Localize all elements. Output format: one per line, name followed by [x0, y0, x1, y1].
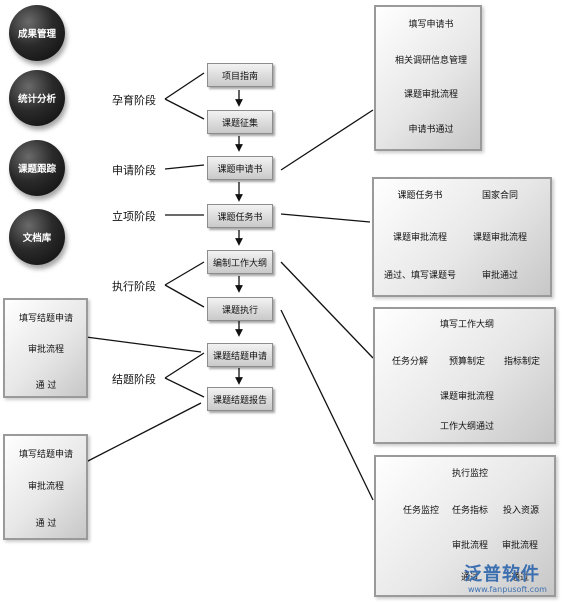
panel-execution-middle: 任务指标	[451, 506, 489, 516]
panel-conclusion-2-step: 填写结题申请	[18, 450, 74, 460]
panel-conclusion-1-step: 填写结题申请	[18, 314, 74, 324]
panel-task	[372, 177, 552, 297]
step-application-form[interactable]: 课题申请书	[207, 156, 273, 180]
stage-approval: 立项阶段	[112, 210, 156, 223]
panel-application-step: 填写申请书	[408, 20, 454, 30]
panel-task-right-step: 国家合同	[481, 191, 519, 201]
panel-conclusion-1-step: 通 过	[35, 381, 57, 391]
stage-incubation: 孕育阶段	[112, 94, 156, 107]
panel-outline-result: 工作大纲通过	[439, 422, 495, 432]
nav-results-button[interactable]: 成果管理	[9, 5, 65, 61]
nav-tracking-button[interactable]: 课题跟踪	[9, 140, 65, 196]
panel-outline	[373, 307, 556, 444]
panel-conclusion-1-step: 审批流程	[27, 345, 65, 355]
step-conclusion-report[interactable]: 课题结题报告	[207, 387, 273, 411]
panel-execution-result-right: 通过	[510, 573, 530, 583]
panel-application-step: 课题审批流程	[403, 90, 459, 100]
panel-outline-top: 填写工作大纲	[439, 320, 495, 330]
panel-outline-middle: 预算制定	[448, 357, 486, 367]
panel-outline-review: 课题审批流程	[439, 392, 495, 402]
step-conclusion-application[interactable]: 课题结题申请	[207, 343, 273, 367]
panel-task-left-step: 通过、填写课题号	[383, 271, 457, 281]
panel-execution-review-left: 审批流程	[451, 541, 489, 551]
panel-outline-middle: 指标制定	[503, 357, 541, 367]
panel-task-left-step: 课题审批流程	[392, 233, 448, 243]
panel-execution-middle: 任务监控	[402, 506, 440, 516]
panel-execution-middle: 投入资源	[502, 506, 540, 516]
panel-task-right-step: 课题审批流程	[472, 233, 528, 243]
step-execution[interactable]: 课题执行	[207, 297, 273, 321]
watermark-url: www.fanpusoft.com	[468, 585, 547, 594]
panel-conclusion-1	[3, 298, 88, 398]
panel-conclusion-2-step: 审批流程	[27, 482, 65, 492]
panel-application-step: 申请书通过	[408, 125, 454, 135]
panel-task-left-step: 课题任务书	[397, 191, 443, 201]
panel-conclusion-2-step: 通 过	[35, 519, 57, 529]
stage-conclusion: 结题阶段	[112, 373, 156, 386]
panel-execution-result-left: 通过	[460, 573, 480, 583]
panel-execution	[374, 455, 556, 597]
step-task-document[interactable]: 课题任务书	[207, 204, 273, 228]
step-topic-collection[interactable]: 课题征集	[207, 110, 273, 134]
watermark-logo: 泛普软件	[464, 564, 540, 585]
panel-application-step: 相关调研信息管理	[394, 56, 468, 66]
stage-application: 申请阶段	[112, 164, 156, 177]
panel-conclusion-2	[3, 434, 88, 540]
nav-documents-button[interactable]: 文档库	[9, 209, 65, 265]
step-project-guide[interactable]: 项目指南	[207, 63, 273, 87]
panel-application	[374, 5, 482, 151]
step-work-outline[interactable]: 编制工作大纲	[207, 250, 273, 274]
panel-outline-middle: 任务分解	[391, 357, 429, 367]
panel-execution-top: 执行监控	[451, 469, 489, 479]
panel-task-right-step: 审批通过	[481, 271, 519, 281]
stage-execution: 执行阶段	[112, 280, 156, 293]
panel-execution-review-right: 审批流程	[501, 541, 539, 551]
nav-statistics-button[interactable]: 统计分析	[9, 70, 65, 126]
